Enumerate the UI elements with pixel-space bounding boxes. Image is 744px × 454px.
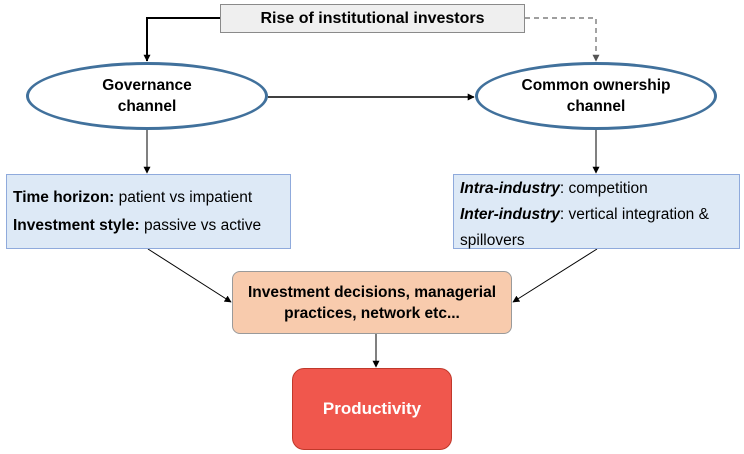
time-horizon-text: patient vs impatient bbox=[114, 189, 253, 206]
intra-industry-text: : competition bbox=[559, 180, 648, 197]
arrow-right-box-to-decisions bbox=[512, 248, 598, 303]
productivity-box: Productivity bbox=[292, 368, 452, 450]
inter-industry-continuation: spillovers bbox=[460, 232, 525, 249]
investment-decisions-box: Investment decisions, managerial practic… bbox=[232, 271, 512, 334]
inter-industry-text: : vertical integration & bbox=[559, 206, 709, 223]
rise-of-institutional-investors-label: Rise of institutional investors bbox=[260, 9, 485, 27]
investment-decisions-line2: practices, network etc... bbox=[284, 304, 460, 322]
time-horizon-line: Time horizon: patient vs impatient bbox=[13, 187, 284, 208]
inter-industry-line: Inter-industry: vertical integration & bbox=[460, 204, 733, 225]
investment-style-label: Investment style: bbox=[13, 217, 140, 234]
governance-channel-ellipse: Governance channel bbox=[26, 62, 268, 130]
investment-decisions-line1: Investment decisions, managerial bbox=[247, 283, 497, 301]
time-horizon-label: Time horizon: bbox=[13, 189, 115, 206]
arrow-top-to-common-ownership bbox=[525, 17, 600, 62]
intra-industry-label: Intra-industry bbox=[460, 180, 560, 197]
common-ownership-channel-line1: Common ownership bbox=[521, 77, 671, 94]
common-ownership-details-box: Intra-industry: competition Inter-indust… bbox=[453, 174, 740, 249]
inter-industry-label: Inter-industry bbox=[460, 206, 560, 223]
rise-of-institutional-investors-box: Rise of institutional investors bbox=[220, 4, 525, 33]
governance-channel-line1: Governance bbox=[102, 77, 192, 94]
common-ownership-channel-line2: channel bbox=[566, 98, 626, 115]
governance-channel-line2: channel bbox=[117, 98, 177, 115]
common-ownership-channel-ellipse: Common ownership channel bbox=[475, 62, 717, 130]
arrow-left-box-to-decisions bbox=[147, 248, 232, 303]
productivity-label: Productivity bbox=[322, 399, 422, 418]
arrow-top-to-governance bbox=[143, 17, 220, 62]
governance-details-box: Time horizon: patient vs impatient Inves… bbox=[6, 174, 291, 249]
investment-style-text: passive vs active bbox=[139, 217, 262, 234]
intra-industry-line: Intra-industry: competition bbox=[460, 178, 733, 199]
investment-style-line: Investment style: passive vs active bbox=[13, 215, 284, 236]
